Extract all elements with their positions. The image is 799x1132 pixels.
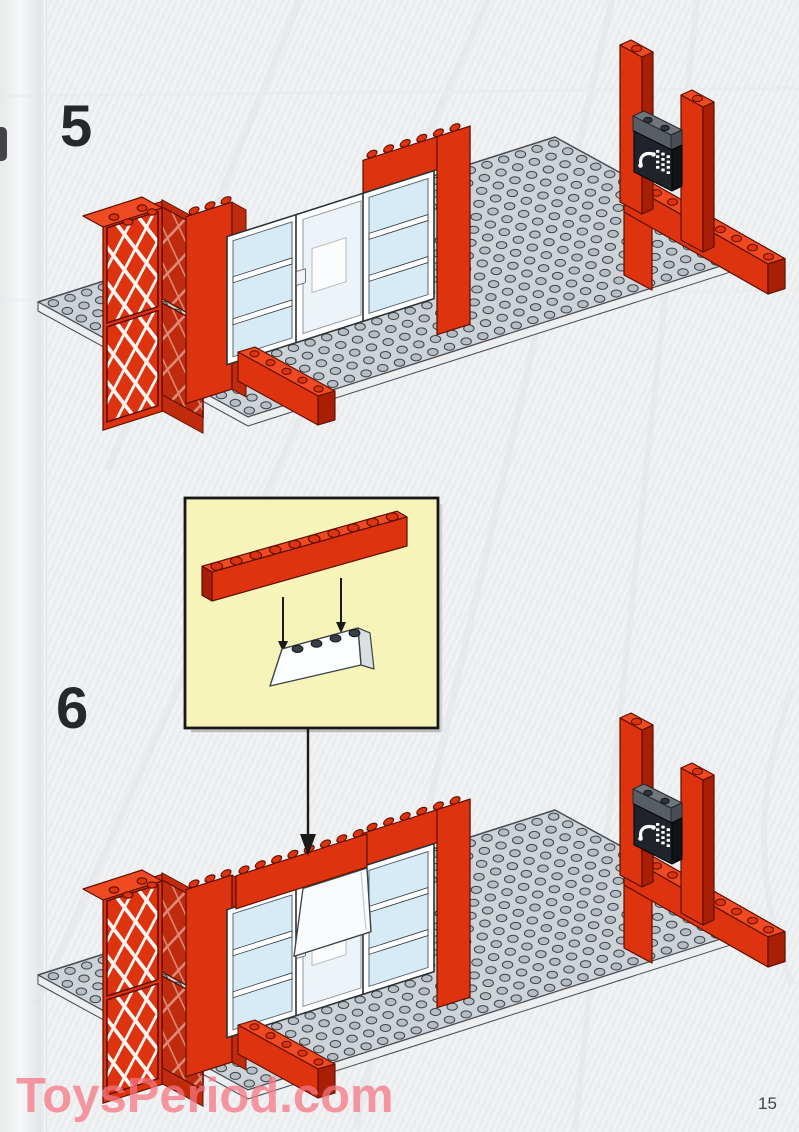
roof-slope-brick [293,867,372,958]
lego-scene-step6 [37,712,786,1108]
page-left-edge [0,0,47,1132]
brick-1x10 [201,510,408,602]
red-wall-left [185,869,233,1078]
page-number: 15 [758,1094,777,1113]
pillar-right [680,89,715,253]
end-column [436,125,471,336]
end-column [436,798,471,1009]
storefront [102,123,471,431]
phone-keypad-icon [656,150,670,174]
step-5-label: 5 [60,94,93,159]
pillar-right [680,762,715,926]
window-left [226,885,299,1039]
window-right [362,842,435,996]
lego-scene-step5 [37,39,786,435]
storefront [102,796,471,1104]
phone-brick [632,783,683,865]
added-brick-1x10 [235,829,368,910]
page-binding-mark [0,127,7,161]
door [295,190,369,344]
telephone-handset-icon [638,151,656,168]
telephone-handset-icon [638,824,656,841]
tower-top [82,869,163,901]
phone-brick [632,110,683,192]
lattice-tower [102,873,163,1104]
phone-pillar-assembly [619,39,786,295]
front-brick [237,1019,336,1099]
inset-arrows-icon [278,578,346,652]
window-right [362,169,435,323]
lattice-tower [102,200,163,431]
step-6-label: 6 [56,676,89,741]
front-brick [237,346,336,426]
watermark: ToysPeriod.com [16,1069,394,1123]
tower-top [82,196,163,228]
inset-callout-box [183,496,443,733]
assembly-arrow-icon [300,729,316,856]
red-wall-left [185,196,233,405]
phone-keypad-icon [656,823,670,847]
slope-brick-2x4 [269,627,375,687]
phone-pillar-assembly [619,712,786,968]
window-left [226,212,299,366]
